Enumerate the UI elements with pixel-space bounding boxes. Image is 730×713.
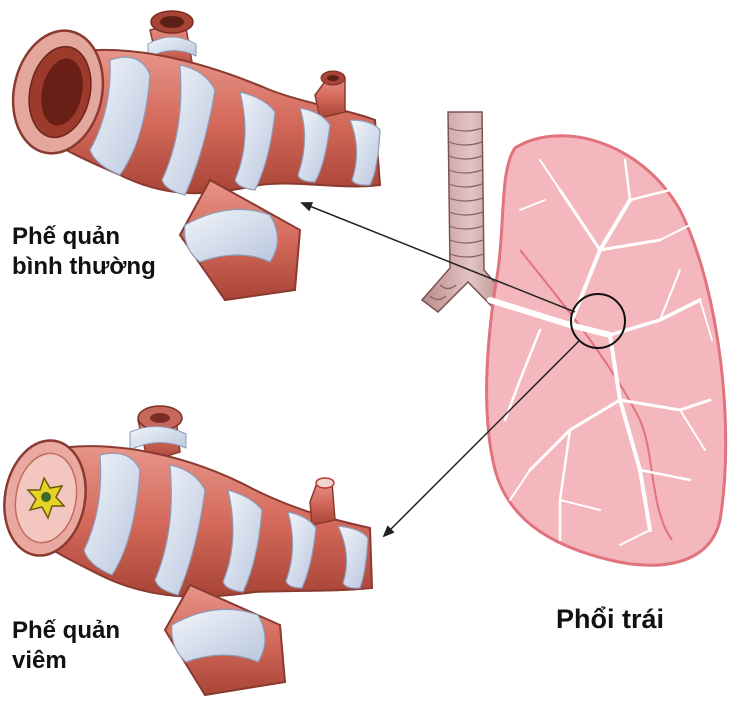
label-inflamed-line1: Phế quản — [12, 617, 121, 644]
inflamed-bronchus-illustration — [3, 405, 374, 697]
label-inflamed-line2: viêm — [12, 647, 67, 674]
arrow-to-normal-bronchus — [300, 202, 576, 313]
label-inflamed-bronchus: Phế quản viêm — [12, 616, 120, 676]
label-left-lung: Phổi trái — [556, 604, 665, 634]
arrow-to-inflamed-bronchus — [382, 339, 581, 538]
label-normal-bronchus: Phế quản bình thường — [12, 222, 156, 282]
label-normal-line2: bình thường — [12, 253, 156, 280]
label-normal-line1: Phế quản — [12, 223, 121, 250]
magnify-circle — [570, 293, 626, 349]
trachea-illustration — [420, 111, 522, 321]
left-lung-illustration — [485, 134, 728, 567]
normal-bronchus-illustration — [11, 10, 382, 302]
